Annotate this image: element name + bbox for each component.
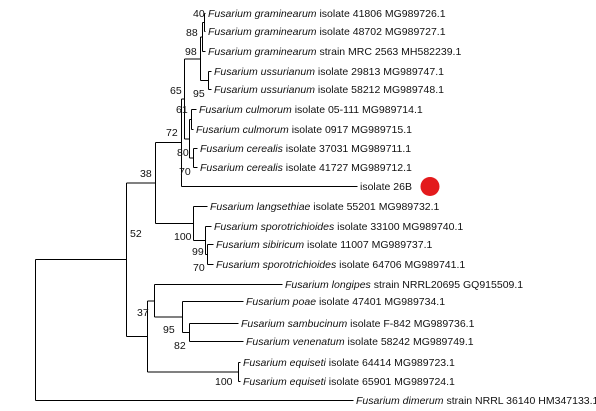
- taxon-label-t6: Fusarium culmorum isolate 05-111 MG98971…: [199, 104, 423, 116]
- taxon-label-t17: Fusarium sambucinum isolate F-842 MG9897…: [241, 318, 475, 330]
- taxon-label-t15: Fusarium longipes strain NRRL20695 GQ915…: [285, 279, 523, 291]
- support-value-n_cc: 70: [179, 166, 191, 178]
- support-value-n_cul: 61: [176, 104, 188, 116]
- taxon-label-t2: Fusarium graminearum isolate 48702 MG989…: [208, 26, 446, 38]
- taxon-label-t13: Fusarium sibiricum isolate 11007 MG98973…: [216, 239, 433, 251]
- support-value-n_sv: 82: [174, 340, 186, 352]
- support-value-n_root: 52: [130, 228, 142, 240]
- highlight-marker-dot: [420, 177, 440, 196]
- taxon-label-t18: Fusarium venenatum isolate 58242 MG98974…: [246, 336, 474, 348]
- taxon-label-t20: Fusarium equiseti isolate 65901 MG989724…: [243, 376, 455, 388]
- support-value-n_ssp: 99: [192, 246, 204, 258]
- taxon-label-t19: Fusarium equiseti isolate 64414 MG989723…: [243, 357, 455, 369]
- support-value-n_gcc: 65: [170, 85, 182, 97]
- taxon-label-t5: Fusarium ussurianum isolate 58212 MG9897…: [214, 84, 444, 96]
- support-value-n_cer: 80: [177, 147, 189, 159]
- taxon-label-t10: isolate 26B: [360, 181, 412, 193]
- support-value-n_grm: 40: [193, 8, 205, 20]
- support-values: 40 88 98 95 61 80 70 65 72 38 99 70 100 52 82 95 100 37: [130, 8, 233, 388]
- taxon-label-t16: Fusarium poae isolate 47401 MG989734.1: [246, 296, 445, 308]
- support-value-n_a: 38: [140, 168, 152, 180]
- taxon-label-t11: Fusarium langsethiae isolate 55201 MG989…: [210, 201, 440, 213]
- support-value-n_equ: 100: [215, 376, 233, 388]
- taxon-label-t4: Fusarium ussurianum isolate 29813 MG9897…: [214, 66, 444, 78]
- support-value-n_gu: 98: [185, 46, 197, 58]
- taxon-labels: Fusarium graminearum isolate 41806 MG989…: [196, 8, 596, 407]
- support-value-n_spo: 100: [174, 231, 192, 243]
- taxon-label-t12: Fusarium sporotrichioides isolate 33100 …: [214, 221, 463, 233]
- taxon-label-t7: Fusarium culmorum isolate 0917 MG989715.…: [196, 124, 412, 136]
- taxon-label-t3: Fusarium graminearum strain MRC 2563 MH5…: [208, 46, 461, 58]
- taxon-label-t1: Fusarium graminearum isolate 41806 MG989…: [208, 8, 446, 20]
- support-value-n_fg: 72: [166, 127, 178, 139]
- taxon-label-t8: Fusarium cerealis isolate 37031 MG989711…: [200, 143, 411, 155]
- branches: [35, 13, 358, 401]
- support-value-n_c: 37: [137, 307, 149, 319]
- support-value-n_uss: 95: [193, 88, 205, 100]
- support-value-n_grm3: 88: [186, 27, 198, 39]
- support-value-n_sambp: 95: [163, 324, 175, 336]
- taxon-label-t21: Fusarium dimerum strain NRRL 36140 HM347…: [356, 395, 596, 407]
- taxon-label-t14: Fusarium sporotrichioides isolate 64706 …: [216, 259, 465, 271]
- taxon-label-t9: Fusarium cerealis isolate 41727 MG989712…: [200, 162, 412, 174]
- support-value-n_ssp2: 70: [193, 262, 205, 274]
